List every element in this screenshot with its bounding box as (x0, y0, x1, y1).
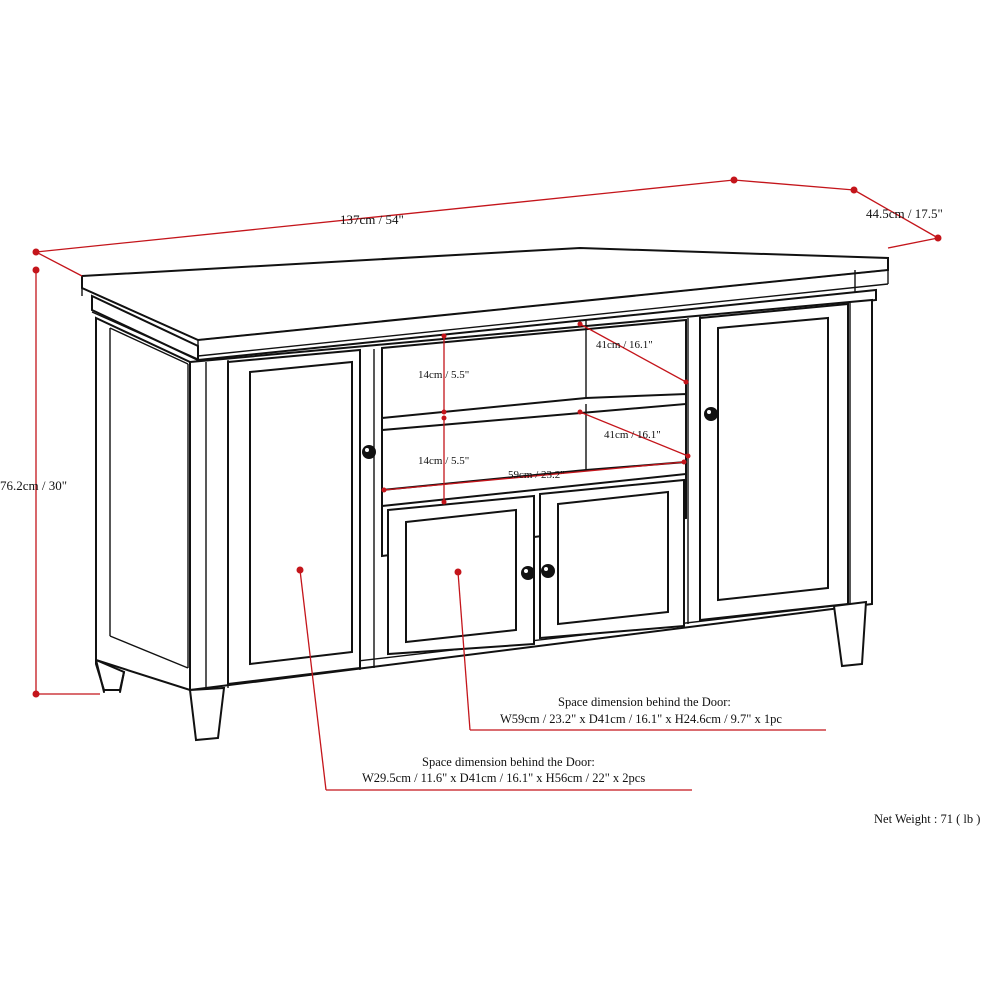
lower-shelf-depth-label: 41cm / 16.1" (604, 429, 661, 441)
center-space-title: Space dimension behind the Door: (558, 695, 731, 709)
side-space-detail: W29.5cm / 11.6" x D41cm / 16.1" x H56cm … (362, 771, 645, 785)
right-door (699, 302, 849, 622)
space-notes: Space dimension behind the Door: W59cm /… (362, 695, 782, 785)
dimension-labels: 137cm / 54" 44.5cm / 17.5" 76.2cm / 30" … (0, 206, 943, 493)
legs (95, 600, 868, 742)
depth-label: 44.5cm / 17.5" (866, 206, 943, 221)
dimension-lines (32, 176, 942, 791)
center-space-detail: W59cm / 23.2" x D41cm / 16.1" x H24.6cm … (500, 712, 782, 726)
left-side-panel (95, 316, 191, 692)
lower-shelf-height-label: 14cm / 5.5" (418, 455, 469, 467)
net-weight-label: Net Weight : 71 ( lb ) (874, 812, 980, 826)
top-slab (81, 246, 889, 357)
tv-stand-drawing (81, 246, 889, 742)
upper-shelf-height-label: 14cm / 5.5" (418, 369, 469, 381)
side-space-title: Space dimension behind the Door: (422, 755, 595, 769)
shelf-width-label: 59cm / 23.2" (508, 469, 565, 481)
left-door (227, 348, 376, 686)
width-label: 137cm / 54" (340, 212, 404, 227)
upper-shelf-depth-label: 41cm / 16.1" (596, 339, 653, 351)
height-label: 76.2cm / 30" (0, 478, 67, 493)
center-doors (387, 478, 685, 656)
